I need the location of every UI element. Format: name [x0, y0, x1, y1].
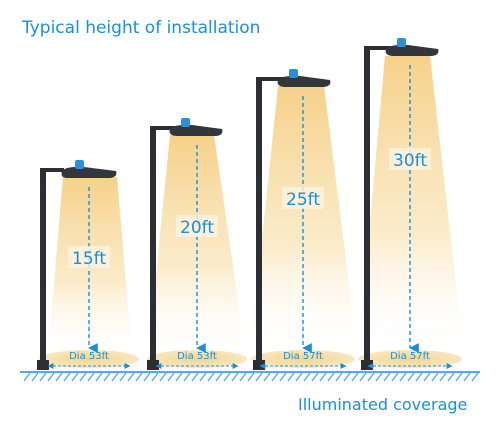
height-label: 25ft [286, 190, 320, 210]
light-beam [250, 86, 358, 355]
diameter-label: Dia 53ft [177, 351, 217, 362]
pole-1: 15ft Dia 53ft [37, 160, 139, 370]
pole-arm [40, 168, 64, 172]
hatch-mark [199, 372, 207, 382]
street-light-icon [61, 166, 117, 178]
hatch-mark [279, 372, 287, 382]
hatch-mark [343, 372, 351, 382]
hatch-mark [119, 372, 127, 382]
pole-base [253, 360, 265, 370]
hatch-mark [335, 372, 343, 382]
hatch-mark [311, 372, 319, 382]
pole-arm [364, 46, 392, 50]
pole [364, 46, 370, 370]
pole-4: 30ft Dia 57ft [358, 38, 464, 370]
hatch-mark [375, 372, 383, 382]
hatch-mark [431, 372, 439, 382]
hatch-mark [159, 372, 167, 382]
pole-base [37, 360, 49, 370]
height-label: 20ft [180, 218, 214, 238]
hatch-mark [471, 372, 479, 382]
hatch-mark [295, 372, 303, 382]
pole-base [361, 360, 373, 370]
pole [40, 168, 46, 370]
hatch-mark [191, 372, 199, 382]
hatch-mark [255, 372, 263, 382]
hatch-mark [23, 372, 31, 382]
hatch-mark [143, 372, 151, 382]
hatch-mark [351, 372, 359, 382]
hatch-mark [263, 372, 271, 382]
hatch-mark [319, 372, 327, 382]
hatch-mark [183, 372, 191, 382]
hatch-mark [135, 372, 143, 382]
hatch-mark [287, 372, 295, 382]
pole-2: 20ft Dia 53ft [147, 118, 247, 370]
pole-arm [150, 126, 176, 130]
street-light-icon [277, 75, 331, 87]
hatch-mark [367, 372, 375, 382]
hatch-mark [167, 372, 175, 382]
hatch-mark [407, 372, 415, 382]
hatch-mark [47, 372, 55, 382]
hatch-mark [31, 372, 39, 382]
street-light-icon [169, 124, 223, 136]
hatch-mark [63, 372, 71, 382]
diameter-label: Dia 53ft [69, 351, 109, 362]
hatch-mark [39, 372, 47, 382]
pole-base [147, 360, 159, 370]
hatch-mark [207, 372, 215, 382]
hatch-mark [87, 372, 95, 382]
hatch-mark [79, 372, 87, 382]
hatch-mark [175, 372, 183, 382]
hatch-mark [55, 372, 63, 382]
hatch-mark [391, 372, 399, 382]
hatch-mark [215, 372, 223, 382]
hatch-mark [447, 372, 455, 382]
hatch-mark [111, 372, 119, 382]
photocell-sensor-icon [289, 69, 298, 78]
hatch-mark [359, 372, 367, 382]
height-label: 15ft [72, 249, 106, 269]
street-light-icon [385, 44, 439, 56]
pole [256, 77, 262, 370]
light-beam [358, 56, 464, 355]
diameter-label: Dia 57ft [390, 351, 430, 362]
diameter-label: Dia 57ft [283, 351, 323, 362]
ground-hatch [20, 371, 480, 382]
photocell-sensor-icon [75, 160, 84, 169]
pole-3: 25ft Dia 57ft [250, 69, 358, 370]
hatch-mark [303, 372, 311, 382]
hatch-mark [95, 372, 103, 382]
page-title: Typical height of installation [21, 18, 260, 38]
hatch-mark [423, 372, 431, 382]
photocell-sensor-icon [397, 38, 406, 47]
hatch-mark [151, 372, 159, 382]
hatch-mark [239, 372, 247, 382]
hatch-mark [399, 372, 407, 382]
hatch-mark [439, 372, 447, 382]
hatch-mark [71, 372, 79, 382]
hatch-mark [271, 372, 279, 382]
hatch-mark [455, 372, 463, 382]
pole-arm [256, 77, 284, 81]
footer-caption: Illuminated coverage [298, 395, 467, 414]
hatch-mark [415, 372, 423, 382]
hatch-mark [127, 372, 135, 382]
hatch-mark [327, 372, 335, 382]
pole [150, 126, 156, 370]
height-label: 30ft [393, 151, 427, 171]
hatch-mark [223, 372, 231, 382]
hatch-mark [247, 372, 255, 382]
hatch-mark [103, 372, 111, 382]
hatch-mark [231, 372, 239, 382]
hatch-mark [463, 372, 471, 382]
photocell-sensor-icon [181, 118, 190, 127]
hatch-mark [383, 372, 391, 382]
